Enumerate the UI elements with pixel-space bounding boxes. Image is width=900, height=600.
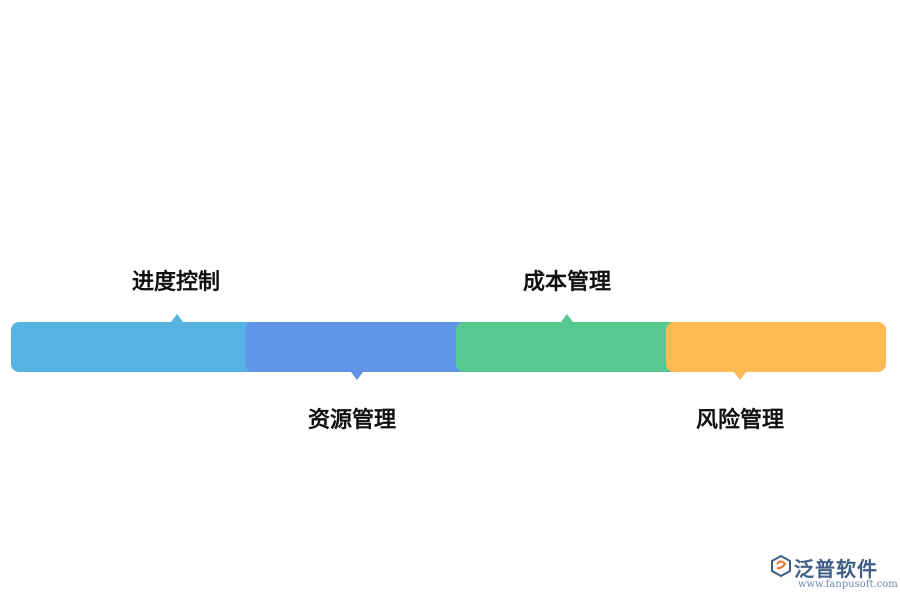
- brand-name: 泛普软件: [794, 557, 878, 581]
- pointer-up-icon: [171, 314, 183, 322]
- segment-progress-control: [11, 314, 261, 372]
- label-resource-management: 资源管理: [307, 408, 397, 433]
- segment-cost-management: [456, 314, 681, 372]
- segment-risk-management: [666, 322, 886, 380]
- fanpu-logo-icon: [771, 555, 791, 577]
- label-cost-management: 成本管理: [522, 270, 612, 295]
- label-risk-management: 风险管理: [695, 408, 785, 433]
- segment-resource-management: [245, 322, 470, 380]
- brand-watermark: 泛普软件 www.fanpusoft.com: [770, 553, 898, 593]
- label-progress-control: 进度控制: [131, 270, 221, 295]
- brand-url: www.fanpusoft.com: [798, 579, 898, 590]
- pointer-up-icon: [561, 314, 573, 322]
- pointer-down-icon: [351, 372, 363, 380]
- pointer-down-icon: [734, 372, 746, 380]
